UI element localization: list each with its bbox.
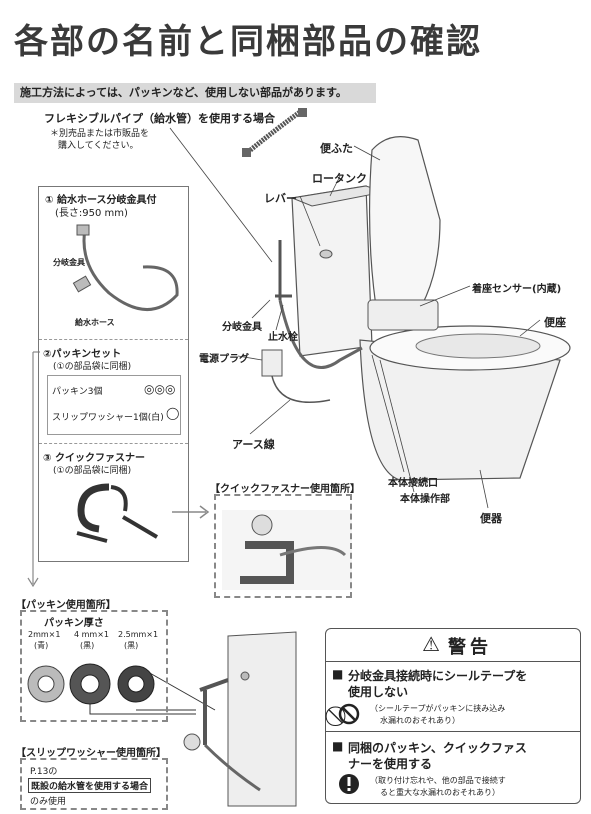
part2-items-box: パッキン3個 ◎◎◎ スリップワッシャー1個(白) ◯ xyxy=(47,375,181,435)
part2-title: ②パッキンセット xyxy=(43,349,122,360)
slip-washer-use-title: 【スリップワッシャー使用箇所】 xyxy=(16,748,166,759)
mandatory-exclamation-icon xyxy=(339,774,359,794)
outlet-drawing xyxy=(261,349,283,377)
label-stop-valve: 止水栓 xyxy=(268,332,298,343)
bullet-square-icon: ■ xyxy=(332,667,344,681)
warning-heading: 警告 xyxy=(448,637,492,658)
warning-triangle-icon: ⚠ xyxy=(422,632,440,656)
part1-hose-label: 給水ホース xyxy=(75,318,115,327)
prohibited-circle-icon xyxy=(338,703,360,725)
bowl-drawing xyxy=(359,339,561,481)
warning-box: ⚠ 警告 ■ 分岐金具接続時にシールテープを 使用しない ⃠ （シールテープがパ… xyxy=(325,628,581,804)
label-lid: 便ふた xyxy=(320,142,353,155)
part2-item-washer: スリップワッシャー1個(白) xyxy=(52,413,164,423)
packing-color-3: (黒) xyxy=(124,641,139,650)
part2-sub: (①の部品袋に同梱) xyxy=(53,362,132,372)
flex-pipe-note-2: 購入してください。 xyxy=(58,141,139,151)
slip-washer-ref: P.13の xyxy=(30,767,58,777)
included-parts-box: ① 給水ホース分岐金具付 (長さ:950 mm) 分岐金具 給水ホース ②パッキ… xyxy=(38,186,189,562)
part1-length: (長さ:950 mm) xyxy=(55,208,128,219)
hose-drawing xyxy=(72,224,179,311)
label-bowl: 便器 xyxy=(480,512,502,525)
part3-sub: (①の部品袋に同梱) xyxy=(53,466,132,476)
part3-title: ③ クイックファスナー xyxy=(43,453,145,464)
warning-item1-title-1: 分岐金具接続時にシールテープを xyxy=(348,669,528,683)
part1-fitting-label: 分岐金具 xyxy=(53,258,85,267)
washer-ring-icon: ◯ xyxy=(166,406,180,420)
packing-size-2: 4 mm×1 xyxy=(74,630,110,639)
label-lever: レバー xyxy=(264,192,297,205)
warning-item1-note-2: 水漏れのおそれあり） xyxy=(380,716,460,725)
slip-washer-condition: 既設の給水管を使用する場合 xyxy=(28,778,152,793)
packing-use-box: パッキン厚さ 2mm×1 4 mm×1 2.5mm×1 (青) (黒) (黒) xyxy=(20,610,168,722)
bullet-square-icon-2: ■ xyxy=(332,739,344,753)
label-seat: 便座 xyxy=(544,316,566,329)
slip-washer-only: のみ使用 xyxy=(30,797,67,807)
page-title: 各部の名前と同梱部品の確認 xyxy=(14,22,482,62)
packing-thickness-label: パッキン厚さ xyxy=(44,618,104,629)
label-seat-sensor: 着座センサー(内蔵) xyxy=(472,284,562,295)
flex-pipe-note-1: ＊別売品または市販品を xyxy=(50,129,150,139)
slip-washer-use-box: P.13の 既設の給水管を使用する場合 のみ使用 xyxy=(20,758,168,810)
quick-fastener-detail-drawing xyxy=(222,510,352,590)
quick-fastener-use-title: 【クイックファスナー使用箇所】 xyxy=(210,484,360,495)
seat-unit-drawing xyxy=(367,299,439,331)
tank-drawing xyxy=(290,185,386,357)
warning-item1-title-2: 使用しない xyxy=(348,685,409,699)
label-ground-wire: アース線 xyxy=(232,438,275,451)
warning-item1-note-1: （シールテープがパッキンに挟み込み xyxy=(370,704,506,713)
notice-banner: 施工方法によっては、パッキンなど、使用しない部品があります。 xyxy=(14,83,376,103)
packing-size-1: 2mm×1 xyxy=(28,630,61,639)
warning-item2-note-1: （取り付け忘れや、他の部品で接続す xyxy=(370,776,506,785)
packing-color-1: (青) xyxy=(34,641,49,650)
warning-item2-title-1: 同梱のパッキン、クイックファス xyxy=(348,741,527,755)
label-power-plug: 電源プラグ xyxy=(199,354,249,365)
warning-header: ⚠ 警告 xyxy=(326,629,580,662)
label-body-port: 本体接続口 xyxy=(388,478,438,489)
packing-color-2: (黒) xyxy=(80,641,95,650)
packing-use-title: 【パッキン使用箇所】 xyxy=(16,600,116,611)
flex-pipe-title: フレキシブルパイプ（給水管）を使用する場合 xyxy=(44,112,275,125)
part2-item-packing: パッキン3個 xyxy=(52,387,103,397)
warning-item2-note-2: ると重大な水漏れのおそれあり） xyxy=(380,788,500,797)
warning-item2-title-2: ナーを使用する xyxy=(348,757,433,771)
label-tank: ロータンク xyxy=(312,172,367,185)
tank-detail-drawing xyxy=(183,631,297,807)
part1-title: ① 給水ホース分岐金具付 xyxy=(45,195,157,206)
packing-ring-icon: ◎◎◎ xyxy=(144,382,176,396)
label-branch-fitting: 分岐金具 xyxy=(222,322,262,333)
quick-fastener-use-box xyxy=(214,494,352,598)
packing-size-3: 2.5mm×1 xyxy=(118,630,159,639)
quick-fastener-drawing xyxy=(76,483,159,543)
flex-pipe-drawing xyxy=(242,108,307,157)
label-body-panel: 本体操作部 xyxy=(400,494,450,505)
packing-rings-drawing xyxy=(27,663,155,705)
